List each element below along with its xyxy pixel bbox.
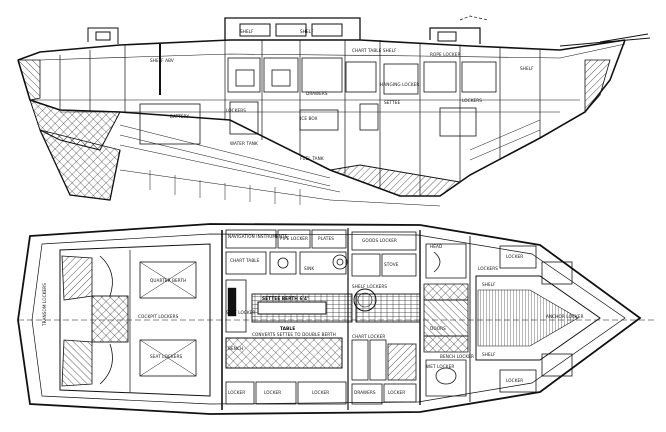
label-pipe-locker: PIPE LOCKER [280, 236, 308, 241]
label-locker-3: LOCKER [312, 390, 329, 395]
label-seat-lockers: SEAT LOCKERS [150, 354, 183, 359]
label-head: HEAD [430, 244, 442, 249]
label-lockers-settee: LOCKERS [462, 98, 482, 103]
label-shelf-1: SHELF [240, 29, 254, 34]
profile-view [17, 15, 651, 207]
label-anchor-locker: ANCHOR LOCKER [546, 314, 584, 319]
keel-hatch [328, 164, 462, 197]
label-locker-fwd-1: LOCKER [506, 254, 523, 259]
label-drawers-plan: DRAWERS [354, 390, 376, 395]
label-seat-locker-aft: SEAT LOCKER [226, 310, 256, 315]
label-fuel-tank: FUEL TANK [300, 156, 324, 161]
saloon-table [257, 301, 327, 315]
label-shelf-lockers: SHELF LOCKERS [352, 284, 387, 289]
label-wet-locker: WET LOCKER [426, 364, 454, 369]
label-battery: BATTERY [170, 114, 189, 119]
label-shelf-fwd: SHELF [520, 66, 534, 71]
bowsprit [559, 33, 651, 47]
label-locker-4: LOCKER [388, 390, 405, 395]
label-lockers-lh: LOCKERS [478, 266, 498, 271]
label-bench: BENCH [228, 346, 243, 351]
label-table-note: CONVERTS SETTEE TO DOUBLE BERTH [252, 332, 336, 337]
label-table: TABLE [280, 326, 295, 332]
plan-view [17, 223, 655, 415]
cockpit [59, 243, 211, 397]
cabin-trunk [224, 17, 361, 40]
label-quarter-berth: QUARTER BERTH [150, 278, 186, 283]
label-chart-table-shelf: CHART TABLE SHELF [352, 48, 397, 53]
label-shelf-2: SHELF [482, 282, 496, 287]
label-sink: SINK [304, 266, 314, 271]
label-settee: SETTEE [384, 100, 400, 105]
label-bench-locker: BENCH LOCKER [440, 354, 474, 359]
label-navigation: NAVIGATION INSTRUMENTS [228, 234, 288, 239]
label-plates: PLATES [318, 236, 334, 241]
label-shelf-2: SHELF [300, 29, 314, 34]
deck-outline [17, 223, 642, 415]
v-berth [475, 275, 601, 361]
label-water-tank: WATER TANK [230, 141, 258, 146]
label-goods-locker: GOODS LOCKER [362, 238, 397, 243]
profile-labels: SHELF ABV SHELF SHELF CHART TABLE SHELF … [150, 29, 534, 161]
label-shelf-aft: SHELF ABV [150, 58, 174, 63]
label-ice-box: ICE BOX [300, 116, 318, 121]
label-stove: STOVE [384, 262, 399, 267]
label-chart-locker: CHART LOCKER [352, 334, 385, 339]
label-locker-1: LOCKER [228, 390, 245, 395]
plan-labels: NAVIGATION INSTRUMENTS PIPE LOCKER PLATE… [42, 234, 584, 395]
label-cockpit-lockers: COCKPIT LOCKERS [138, 314, 179, 319]
label-hanging-locker: HANGING LOCKER [380, 82, 419, 87]
label-chart-table: CHART TABLE [230, 258, 260, 263]
label-rope-locker: ROPE LOCKER [430, 52, 461, 57]
label-shelf-1: SHELF [482, 352, 496, 357]
label-lockers: LOCKERS [226, 108, 246, 113]
label-settee-berth: SETTEE BERTH 6'4" [262, 296, 309, 302]
cockpit-grating [91, 295, 129, 343]
label-locker-2: LOCKER [264, 390, 281, 395]
label-doors: DOORS [430, 326, 446, 331]
label-transom: TRANSOM LOCKERS [42, 283, 47, 327]
settee-berth [225, 337, 343, 369]
label-locker-fwd-2: LOCKER [506, 378, 523, 383]
sheer-line [17, 39, 626, 61]
label-drawers: DRAWERS [306, 91, 328, 96]
